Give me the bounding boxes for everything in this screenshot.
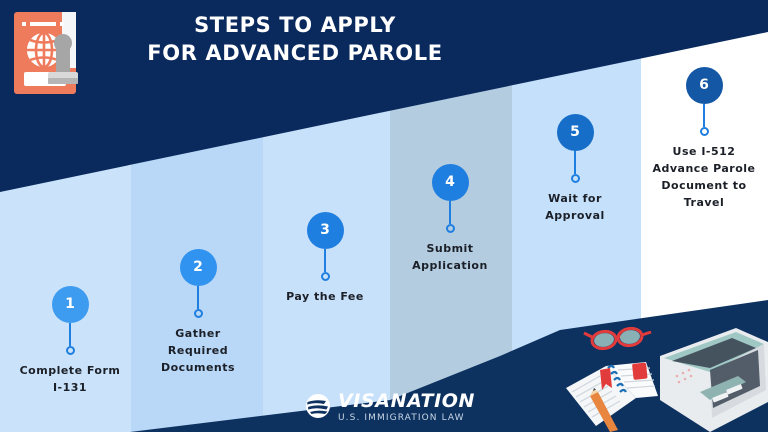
- step-connector-line: [324, 249, 326, 272]
- step-label-line: Advance Parole: [652, 162, 756, 176]
- step-connector-dot: [699, 127, 709, 136]
- step-label-line: Application: [412, 259, 488, 273]
- desk-illustration: [560, 326, 768, 432]
- step-label-line: Use I-512: [672, 145, 736, 158]
- step-label-line: Pay the Fee: [286, 290, 364, 303]
- step-connector-line: [69, 323, 71, 346]
- step-number-badge: 2: [179, 249, 217, 286]
- step-number-badge: 1: [51, 286, 89, 323]
- step-connector-line: [197, 286, 199, 309]
- globe-swoosh-icon: [305, 393, 331, 423]
- step-connector-dot: [193, 309, 203, 318]
- step-connector-line: [703, 104, 705, 127]
- step-number-badge: 6: [685, 67, 723, 104]
- logo-name: VISANATION: [338, 390, 476, 412]
- logo-tagline: U.S. IMMIGRATION LAW: [338, 413, 465, 423]
- step-number-badge: 5: [556, 114, 594, 151]
- step-label-line: Gather: [175, 327, 221, 340]
- step-label-line: Required: [167, 344, 229, 358]
- step-label-line: Complete Form: [19, 364, 121, 377]
- brand-logo[interactable]: VISANATION U.S. IMMIGRATION LAW: [305, 392, 475, 423]
- step-label-line: Wait for: [548, 192, 602, 205]
- step-connector-dot: [320, 272, 330, 281]
- notebook-icon: [566, 362, 658, 426]
- step-label-line: Approval: [545, 209, 605, 223]
- step-connector-dot: [570, 174, 580, 183]
- step-connector-dot: [445, 224, 455, 233]
- passport-stamp-icon: [12, 10, 108, 102]
- pencil-icon: [590, 388, 618, 432]
- step-number-badge: 3: [306, 212, 344, 249]
- logo-text: VISANATION U.S. IMMIGRATION LAW: [338, 392, 475, 423]
- step-label-line: Documents: [160, 361, 236, 375]
- step-connector-line: [449, 201, 451, 224]
- step-label-line: Travel: [683, 196, 725, 210]
- laptop-icon: [660, 328, 768, 432]
- step-label-line: Submit: [426, 242, 474, 255]
- step-connector-line: [574, 151, 576, 174]
- step-label-line: Document to: [661, 179, 747, 193]
- step-label-line: I-131: [52, 381, 88, 395]
- step-label: Pay the Fee: [255, 288, 395, 305]
- step-number-badge: 4: [431, 164, 469, 201]
- title-line-2: FOR ADVANCED PAROLE: [147, 40, 443, 65]
- page-title: STEPS TO APPLY FOR ADVANCED PAROLE: [130, 12, 460, 67]
- eyeglasses-icon: [583, 326, 652, 351]
- title-line-1: STEPS TO APPLY: [194, 13, 396, 37]
- step-connector-dot: [65, 346, 75, 355]
